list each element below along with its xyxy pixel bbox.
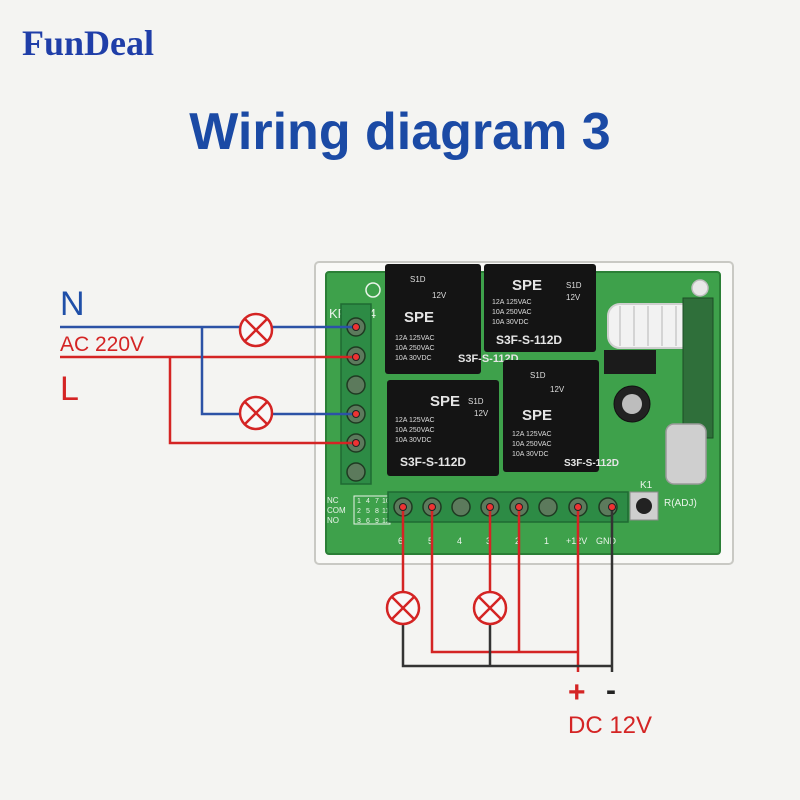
rf-module xyxy=(682,297,714,439)
terminal-label: 6 xyxy=(398,536,403,546)
chip xyxy=(604,350,656,374)
neutral-label: N xyxy=(60,285,85,323)
grid-cell: 1 xyxy=(357,498,361,505)
ac-voltage-label: AC 220V xyxy=(60,333,145,356)
grid-cell: 10 xyxy=(382,498,390,505)
capacitor-top xyxy=(622,394,642,414)
wire-dot xyxy=(428,503,436,511)
relay-model: S3F-S-112D xyxy=(564,458,619,469)
wire-dot xyxy=(352,410,360,418)
relay-rating: 10A 250VAC xyxy=(492,309,532,316)
wire-dot xyxy=(352,439,360,447)
relay-rating: 10A 30VDC xyxy=(492,319,529,326)
relay-model: S3F-S-112D xyxy=(400,455,466,469)
relay-brand: SPE xyxy=(522,407,552,424)
relay-coil: 12V xyxy=(474,409,489,418)
relay-rating: 10A 250VAC xyxy=(395,345,435,352)
push-button-cap xyxy=(636,498,652,514)
live-label: L xyxy=(60,370,79,408)
wire-dot xyxy=(515,503,523,511)
button-label: K1 xyxy=(640,480,653,491)
relay-coil: 12V xyxy=(550,385,565,394)
wire-dot xyxy=(352,353,360,361)
adj-label: R(ADJ) xyxy=(664,498,697,509)
grid-cell: 4 xyxy=(366,498,370,505)
terminal-label: 1 xyxy=(544,536,549,546)
terminal-label: 4 xyxy=(457,536,462,546)
relay: SPE S1D 12V 12A 125VAC 10A 250VAC 10A 30… xyxy=(385,264,519,374)
terminal-label: 3 xyxy=(486,536,491,546)
dc-plus-label: + xyxy=(568,676,586,709)
relay: SPE S1D 12V 12A 125VAC 10A 250VAC 10A 30… xyxy=(503,360,619,472)
neutral-branch-wire xyxy=(200,327,356,416)
wire-dot xyxy=(574,503,582,511)
relay-coil: 12V xyxy=(432,291,447,300)
grid-label-nc: NC xyxy=(327,496,339,505)
grid-cell: 2 xyxy=(357,508,361,515)
lamp-icon xyxy=(238,395,274,431)
relay-code: S1D xyxy=(468,397,484,406)
terminal-label: GND xyxy=(596,536,617,546)
lamp-icon xyxy=(472,590,508,626)
grid-label-com: COM xyxy=(327,506,346,515)
wire-dot xyxy=(486,503,494,511)
relay-rating: 10A 30VDC xyxy=(395,355,432,362)
wire-dot xyxy=(608,503,616,511)
lamp-icon xyxy=(385,590,421,626)
relay-coil: 12V xyxy=(566,293,581,302)
grid-cell: 8 xyxy=(375,508,379,515)
grid-cell: 9 xyxy=(375,518,379,525)
grid-cell: 11 xyxy=(382,508,389,515)
relay-rating: 10A 250VAC xyxy=(512,441,552,448)
relay-brand: SPE xyxy=(404,309,434,326)
relay-brand: SPE xyxy=(512,277,542,294)
relay-code: S1D xyxy=(566,281,582,290)
grid-cell: 6 xyxy=(366,518,370,525)
mount-hole-icon xyxy=(365,282,381,298)
relay-rating: 10A 250VAC xyxy=(395,427,435,434)
relay-code: S1D xyxy=(530,371,546,380)
relay-brand: SPE xyxy=(430,393,460,410)
antenna-coil xyxy=(607,303,695,349)
live-branch-wire xyxy=(168,357,356,445)
page-title: Wiring diagram 3 xyxy=(189,103,611,161)
left-terminal-screw xyxy=(346,375,366,395)
relay: SPE S1D 12V 12A 125VAC 10A 250VAC 10A 30… xyxy=(387,380,499,476)
relay-rating: 12A 125VAC xyxy=(512,431,552,438)
grid-label-no: NO xyxy=(327,516,339,525)
wire-dot xyxy=(352,323,360,331)
grid-cell: 7 xyxy=(375,498,379,505)
bottom-terminal-screw xyxy=(451,497,471,517)
brand-logo: FunDeal xyxy=(22,23,155,63)
crystal xyxy=(665,423,707,485)
mount-hole-icon xyxy=(691,279,709,297)
relay-rating: 12A 125VAC xyxy=(395,417,435,424)
relay-model: S3F-S-112D xyxy=(496,333,562,347)
bottom-terminal-screw xyxy=(538,497,558,517)
relay: SPE S1D 12V 12A 125VAC 10A 250VAC 10A 30… xyxy=(484,264,596,352)
wire-dot xyxy=(399,503,407,511)
dc-minus-label: - xyxy=(606,674,616,707)
terminal-label: +12V xyxy=(566,536,587,546)
grid-cell: 3 xyxy=(357,518,361,525)
relay-code: S1D xyxy=(410,275,426,284)
terminal-label: 2 xyxy=(515,536,520,546)
lamp-icon xyxy=(238,312,274,348)
grid-cell: 5 xyxy=(366,508,370,515)
relay-rating: 10A 30VDC xyxy=(512,451,549,458)
relay-rating: 12A 125VAC xyxy=(395,335,435,342)
relay-rating: 10A 30VDC xyxy=(395,437,432,444)
terminal-label: 5 xyxy=(428,536,433,546)
relay-rating: 12A 125VAC xyxy=(492,299,532,306)
dc-voltage-label: DC 12V xyxy=(568,712,653,739)
left-terminal-screw xyxy=(346,462,366,482)
grid-cell: 12 xyxy=(382,518,390,525)
ground-return-wire xyxy=(401,624,612,668)
plus-bus-wire xyxy=(430,507,578,654)
